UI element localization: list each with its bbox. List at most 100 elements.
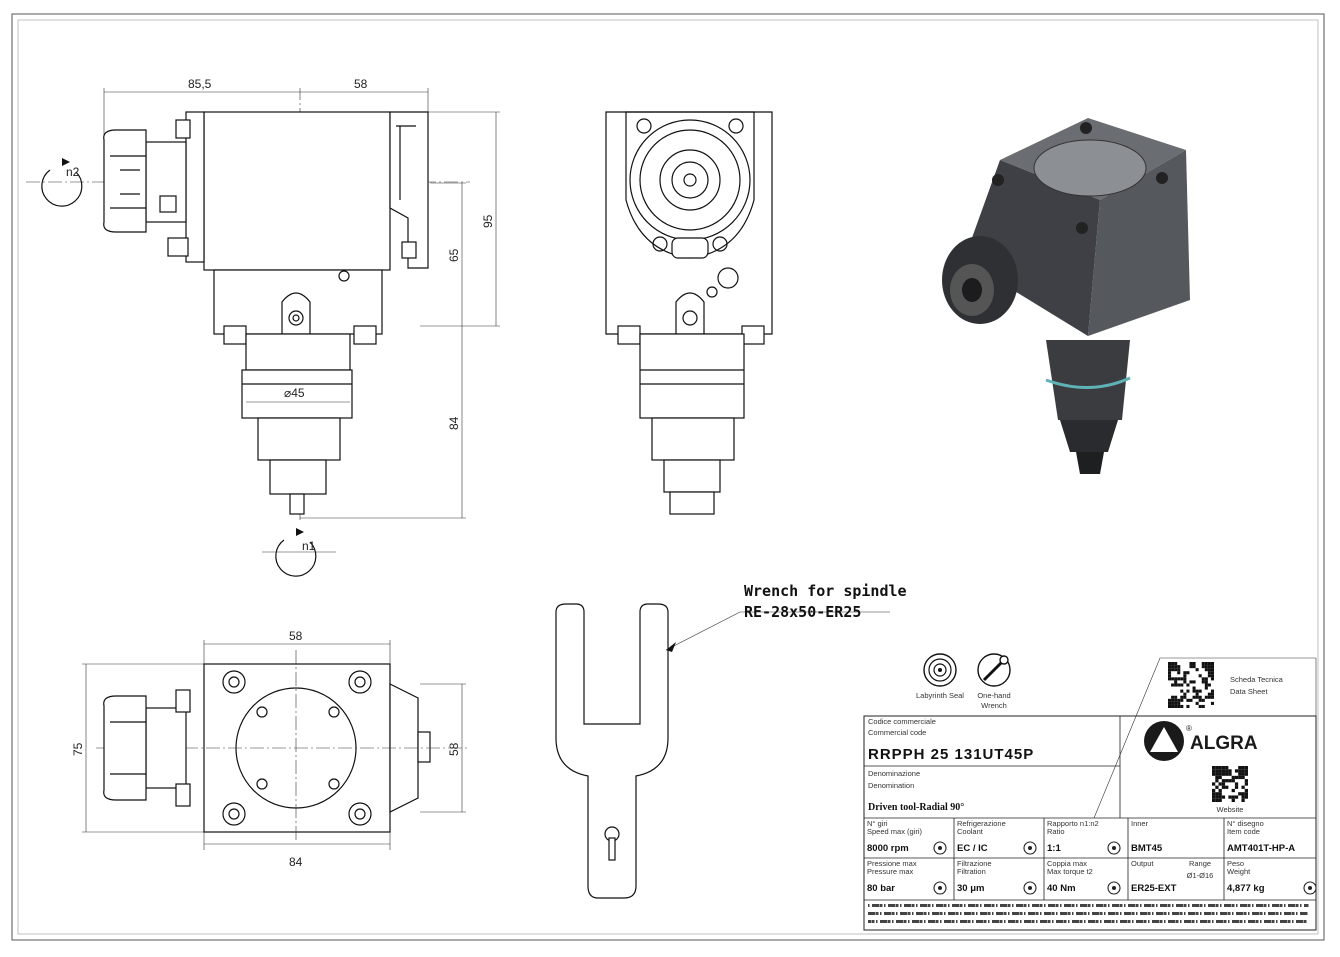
fine-print-mark (1120, 904, 1123, 907)
fine-print-mark (1272, 904, 1277, 907)
fine-print-mark (1096, 920, 1099, 923)
fine-print-mark (960, 904, 963, 907)
fine-print-mark (1288, 920, 1291, 923)
dim-84-top: 84 (289, 855, 303, 869)
fine-print-mark (1096, 912, 1100, 915)
fine-print-mark (1296, 904, 1299, 907)
fine-print-mark (1160, 912, 1164, 915)
fine-print-mark (940, 920, 942, 923)
spec-cell-label-2: Item code (1227, 827, 1260, 836)
fine-print-mark (1080, 904, 1085, 907)
website-qr-icon (1212, 766, 1248, 802)
fine-print-mark (1156, 904, 1158, 907)
fine-print-mark (1068, 920, 1070, 923)
fine-print-mark (1224, 920, 1227, 923)
fine-print-mark (896, 912, 898, 915)
fine-print-mark (928, 904, 931, 907)
fine-print-mark (1240, 912, 1244, 915)
fine-print-mark (1044, 904, 1046, 907)
fine-print-mark (920, 912, 924, 915)
dim-65: 65 (447, 248, 461, 262)
fine-print-mark (920, 920, 923, 923)
dim-dia-45: ⌀45 (284, 386, 305, 400)
fine-print-mark (956, 912, 959, 915)
fine-print-mark (908, 920, 910, 923)
fine-print-mark (1292, 904, 1296, 907)
denomination-value: Driven tool-Radial 90° (868, 802, 964, 813)
fine-print-mark (980, 920, 984, 923)
fine-print-mark (1260, 920, 1262, 923)
fine-print-mark (1144, 904, 1149, 907)
spec-cell-value: 4,877 kg (1227, 883, 1265, 894)
fine-print-mark (1020, 920, 1022, 923)
fine-print-mark (1140, 912, 1145, 915)
spec-cell-label-1: Refrigerazione (957, 819, 1006, 828)
dim-84: 84 (447, 416, 461, 430)
fine-print-mark (1040, 912, 1042, 915)
scheda-label-1: Scheda Tecnica (1230, 675, 1284, 684)
fine-print-mark (1244, 904, 1248, 907)
spec-cell-label-1: Peso (1227, 859, 1244, 868)
fine-print-mark (1276, 920, 1278, 923)
fine-print-mark (924, 912, 927, 915)
den-label-en: Denomination (868, 781, 914, 790)
fine-print-mark (888, 920, 891, 923)
fine-print-mark (1300, 912, 1305, 915)
fine-print-mark (888, 904, 893, 907)
fine-print-mark (1256, 912, 1260, 915)
fine-print-mark (1048, 904, 1053, 907)
fine-print-mark (960, 912, 962, 915)
fine-print-mark (1196, 920, 1198, 923)
fine-print-mark (1172, 920, 1176, 923)
fine-print-mark (1008, 920, 1013, 923)
fine-print-mark (964, 920, 968, 923)
sheet-border (11, 13, 1325, 941)
fine-print-mark (1300, 904, 1302, 907)
drop-icon (1023, 841, 1037, 855)
fine-print-mark (964, 904, 966, 907)
range-label: Range (1189, 859, 1211, 868)
fine-print-mark (968, 920, 971, 923)
fine-print-mark (884, 920, 888, 923)
fine-print-mark (1052, 920, 1054, 923)
fine-print-mark (1024, 904, 1027, 907)
fine-print-mark (1064, 912, 1068, 915)
fine-print-mark (1164, 920, 1166, 923)
fine-print-mark (1264, 904, 1267, 907)
fine-print-mark (976, 912, 978, 915)
fine-print-mark (1288, 912, 1292, 915)
fine-print-mark (912, 920, 917, 923)
fine-print-mark (1112, 920, 1115, 923)
fine-print-mark (1264, 912, 1266, 915)
fine-print-mark (952, 904, 957, 907)
fine-print-mark (1180, 904, 1184, 907)
fine-print-mark (892, 904, 896, 907)
fine-print-mark (960, 920, 965, 923)
fine-print-mark (948, 920, 952, 923)
fine-print-mark (1236, 920, 1240, 923)
fine-print-mark (1176, 920, 1179, 923)
fine-print-mark (1236, 912, 1241, 915)
fine-print-mark (896, 920, 901, 923)
fine-print-mark (984, 904, 989, 907)
fine-print-mark (1124, 920, 1128, 923)
fine-print-mark (964, 912, 969, 915)
fine-print-mark (1092, 904, 1094, 907)
filter-icon (1023, 881, 1037, 895)
fine-print-mark (1000, 904, 1005, 907)
fine-print-mark (1032, 904, 1037, 907)
fine-print-mark (1036, 904, 1040, 907)
fine-print-mark (1152, 920, 1157, 923)
fine-print-mark (1136, 920, 1141, 923)
fine-print-mark (1200, 912, 1202, 915)
fine-print-mark (1060, 920, 1064, 923)
fine-print-mark (872, 912, 876, 915)
fine-print-mark (1248, 920, 1253, 923)
dim-58-top: 58 (289, 629, 303, 643)
fine-print-mark (924, 904, 928, 907)
fine-print-mark (1228, 920, 1230, 923)
onehand-label-1: One-hand (977, 691, 1010, 700)
